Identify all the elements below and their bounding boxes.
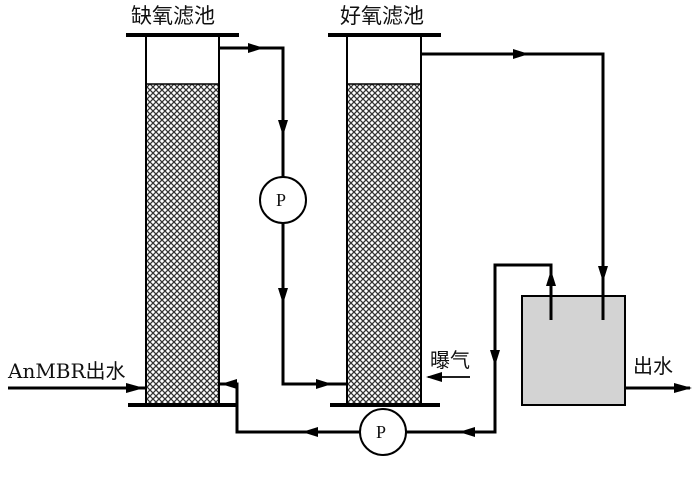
influent-arrow-icon xyxy=(126,383,144,393)
pump-2-label: P xyxy=(376,422,387,442)
pump-1 xyxy=(259,176,307,224)
recycle-arrow-down-icon xyxy=(490,350,500,366)
aeration-arrow-icon xyxy=(426,372,442,382)
aerobic-media xyxy=(347,84,421,405)
aeration-label: 曝气 xyxy=(430,348,470,372)
aerobic-effluent-arrow-down-icon xyxy=(598,266,608,282)
recycle-arrow-in-icon xyxy=(221,379,237,389)
pump-2 xyxy=(359,408,407,456)
transfer-arrow-down-icon-2 xyxy=(278,288,288,304)
influent-label: AnMBR出水 xyxy=(8,359,126,383)
aerobic-filter-label: 好氧滤池 xyxy=(340,4,424,28)
effluent-label: 出水 xyxy=(633,354,673,378)
aerobic-effluent-pipe xyxy=(421,52,605,320)
anoxic-filter xyxy=(126,33,239,407)
settling-tank xyxy=(521,295,626,406)
transfer-arrow-in-icon xyxy=(316,379,332,389)
pump-1-label: P xyxy=(276,190,287,210)
recycle-arrow-up-icon xyxy=(546,270,556,286)
anoxic-media xyxy=(146,84,219,405)
transfer-arrow-right-icon xyxy=(248,43,264,53)
aerobic-filter xyxy=(328,33,441,407)
effluent-arrow-icon xyxy=(674,383,692,393)
aerobic-effluent-arrow-right-icon xyxy=(513,49,529,59)
recycle-arrow-left-icon-2 xyxy=(302,427,318,437)
transfer-arrow-down-icon xyxy=(278,120,288,136)
anoxic-filter-label: 缺氧滤池 xyxy=(131,4,215,28)
recycle-arrow-left-icon xyxy=(459,427,475,437)
